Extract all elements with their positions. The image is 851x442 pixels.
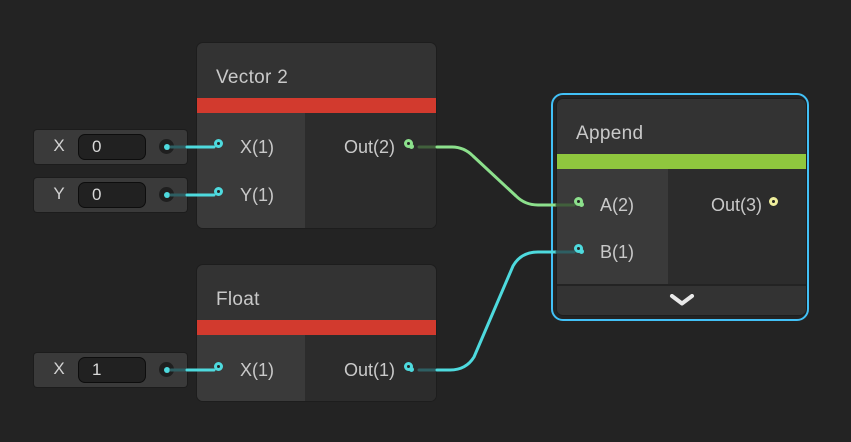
node-float-category-bar [197,320,436,335]
port-append-b-label: B(1) [600,242,635,262]
node-float-title: Float [216,289,260,310]
port-vector2-out[interactable] [404,139,414,149]
node-append-expand-footer[interactable] [557,284,806,313]
port-dot [409,367,414,372]
edge-float-to-append[interactable] [417,250,576,372]
inline-input-vector2-y: Y [34,178,187,212]
port-vector2-x-input[interactable] [214,139,223,148]
port-vector2-x-label: X(1) [240,137,275,157]
connector-dot [163,143,170,150]
node-append-category-bar [557,154,806,169]
inline-connector[interactable] [159,187,174,202]
port-dot [579,249,584,254]
port-vector2-y-input[interactable] [214,187,223,196]
node-vector2-output-panel [305,113,436,228]
float-x-value-field[interactable] [78,357,146,383]
node-vector2-input-panel [197,113,305,228]
node-vector2-category-bar [197,98,436,113]
axis-label: X [53,359,65,378]
inline-connector[interactable] [159,139,174,154]
port-float-out-label: Out(1) [343,360,395,380]
node-append[interactable]: Append A(2) B(1) Out(3) [557,99,806,315]
port-float-x-label: X(1) [240,360,275,380]
node-append-output-panel [668,169,806,284]
port-vector2-out-label: Out(2) [343,137,395,157]
inline-input-float-x: X [34,353,187,387]
port-float-out[interactable] [404,362,414,372]
connector-dot [163,191,170,198]
axis-label: X [53,136,65,155]
port-dot [409,144,414,149]
port-dot [579,202,584,207]
node-float[interactable]: Float X(1) Out(1) [197,265,436,401]
node-append-input-panel [557,169,668,284]
inline-connector[interactable] [159,362,174,377]
edge-vector2-to-append[interactable] [417,145,576,207]
port-append-a-input[interactable] [574,197,584,207]
axis-label: Y [53,184,65,203]
port-append-out[interactable] [769,197,778,206]
connector-dot [163,366,170,373]
node-float-output-panel [305,335,436,401]
inline-input-vector2-x: X [34,130,187,164]
port-vector2-y-label: Y(1) [240,185,275,205]
node-append-title: Append [576,123,644,144]
port-float-x-input[interactable] [214,362,223,371]
port-append-out-label: Out(3) [710,195,762,215]
node-vector2-title: Vector 2 [216,67,289,88]
port-append-b-input[interactable] [574,244,584,254]
vector2-y-value-field[interactable] [78,182,146,208]
chevron-down-icon [669,293,695,306]
port-append-a-label: A(2) [600,195,635,215]
node-vector2[interactable]: Vector 2 X(1) Y(1) Out(2) [197,43,436,228]
vector2-x-value-field[interactable] [78,134,146,160]
